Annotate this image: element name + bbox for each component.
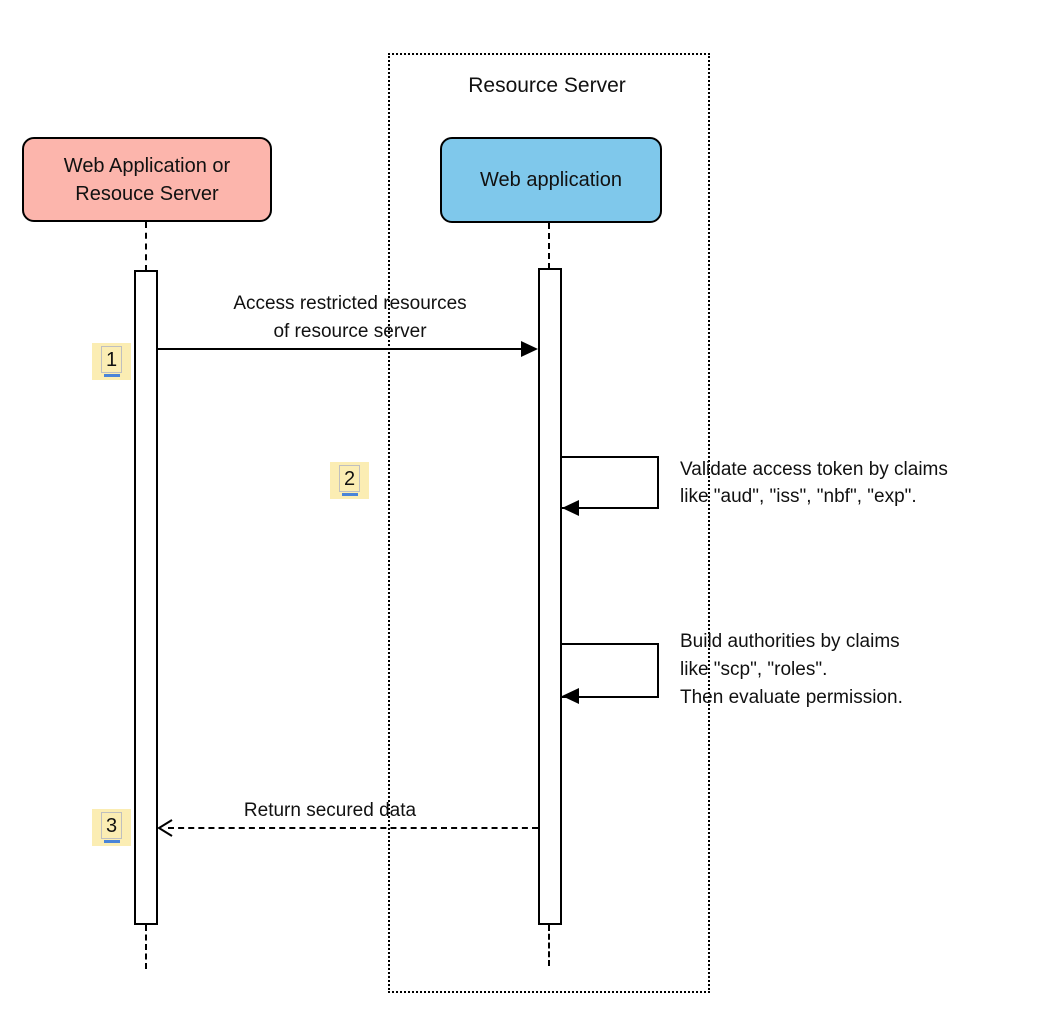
sequence-number-3-underline xyxy=(103,840,120,843)
message-3-text: Build authorities by claims like "scp", … xyxy=(680,631,903,708)
sequence-number-3-digit: 3 xyxy=(101,812,122,839)
webapp-lifeline-top xyxy=(548,223,550,269)
sequence-number-1-underline xyxy=(103,374,120,377)
sequence-number-2-underline xyxy=(341,493,358,496)
self-message-2-loop xyxy=(562,643,659,698)
webapp-activation-bar xyxy=(538,268,562,925)
sequence-number-2-digit: 2 xyxy=(339,465,360,492)
message-4-line xyxy=(168,827,538,829)
message-1-arrowhead-icon xyxy=(521,341,538,357)
sequence-number-1-digit: 1 xyxy=(101,346,122,373)
self-message-1-arrowhead-icon xyxy=(562,500,579,516)
client-activation-bar xyxy=(134,270,158,925)
message-1-text: Access restricted resources of resource … xyxy=(233,293,467,342)
self-message-2-arrowhead-icon xyxy=(562,688,579,704)
self-message-1-loop xyxy=(562,456,659,509)
client-lifeline-top xyxy=(145,222,147,271)
frame-title: Resource Server xyxy=(468,74,626,97)
actor-web-application: Web application xyxy=(440,137,662,223)
message-1-line xyxy=(158,348,524,350)
message-4-open-arrowhead-icon xyxy=(157,819,173,837)
webapp-lifeline-bottom xyxy=(548,925,550,966)
message-2-text: Validate access token by claims like "au… xyxy=(680,459,948,507)
sequence-number-2: 2 xyxy=(330,462,369,499)
actor-client: Web Application or Resouce Server xyxy=(22,137,272,222)
message-4-text: Return secured data xyxy=(243,800,417,821)
sequence-number-3: 3 xyxy=(92,809,131,846)
sequence-number-1: 1 xyxy=(92,343,131,380)
client-lifeline-bottom xyxy=(145,925,147,969)
resource-server-frame xyxy=(388,53,710,993)
